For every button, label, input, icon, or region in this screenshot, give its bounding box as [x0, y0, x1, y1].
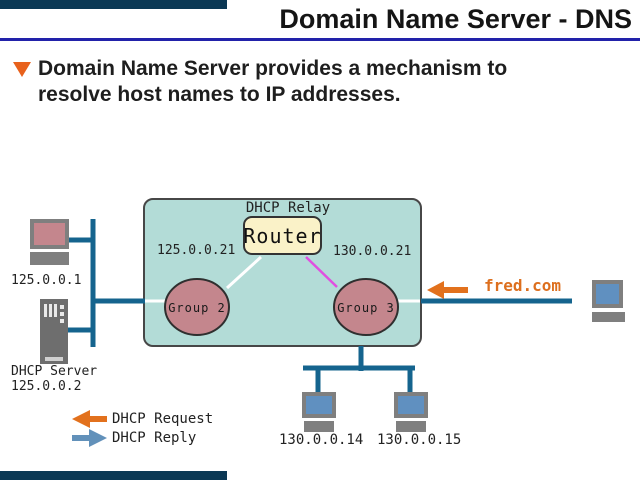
group3-node [333, 278, 399, 336]
router-box: Router [243, 216, 322, 255]
network-bus-lines [64, 219, 572, 393]
host14-monitor-icon [302, 392, 336, 418]
subnet-right-ip: 130.0.0.21 [333, 244, 412, 259]
host15-screen [398, 396, 424, 414]
host15-monitor-icon [394, 392, 428, 418]
group2-node [164, 278, 230, 336]
dhcp-relay-label: DHCP Relay [245, 200, 331, 216]
dhcp-server-ip: 125.0.0.2 [11, 379, 82, 394]
client-pc-ip: 125.0.0.1 [11, 273, 82, 288]
bullet-line-1: Domain Name Server provides a mechanism … [38, 57, 508, 80]
legend-reply-label: DHCP Reply [112, 430, 197, 446]
server-vent [54, 304, 57, 317]
legend-request-label: DHCP Request [112, 411, 214, 427]
fred-com-label: fred.com [484, 276, 562, 295]
client-pc-base-icon [30, 252, 69, 265]
dhcp-request-arrow-icon [72, 410, 107, 428]
client-pc-monitor-icon [30, 219, 69, 249]
bullet-text: Domain Name Server provides a mechanism … [38, 56, 598, 108]
external-pc-monitor-icon [592, 280, 623, 308]
dhcp-server-icon [40, 299, 68, 364]
server-vent [49, 304, 52, 317]
slide-title: Domain Name Server - DNS [279, 4, 632, 34]
bullet-triangle-icon [13, 62, 31, 77]
bullet-line-2: resolve host names to IP addresses. [38, 83, 401, 106]
group2-label: Group 2 [168, 301, 226, 315]
router-group2-link [225, 255, 263, 290]
subnet-left-ip: 125.0.0.21 [157, 243, 236, 258]
dhcp-reply-arrow-icon [72, 429, 107, 447]
router-label: Router [243, 223, 322, 248]
server-vent [44, 304, 47, 317]
title-rule [0, 38, 640, 41]
group3-label: Group 3 [337, 301, 395, 315]
server-led [60, 312, 64, 316]
host15-ip: 130.0.0.15 [377, 432, 462, 448]
host14-screen [306, 396, 332, 414]
router-group3-relay-link [305, 256, 338, 288]
client-pc-screen [34, 223, 65, 245]
server-led [60, 305, 64, 309]
dhcp-server-label: DHCP Server [11, 364, 98, 379]
external-pc-screen [596, 284, 619, 304]
server-drive-slot [45, 357, 63, 361]
top-accent-bar [0, 0, 227, 9]
lan-internal-lines [145, 255, 420, 303]
server-led [60, 319, 64, 323]
host15-base-icon [396, 421, 426, 432]
bottom-accent-bar [0, 471, 227, 480]
external-pc-base-icon [592, 312, 625, 322]
host14-ip: 130.0.0.14 [279, 432, 364, 448]
host14-base-icon [304, 421, 334, 432]
fred-request-arrow-icon [427, 281, 468, 299]
